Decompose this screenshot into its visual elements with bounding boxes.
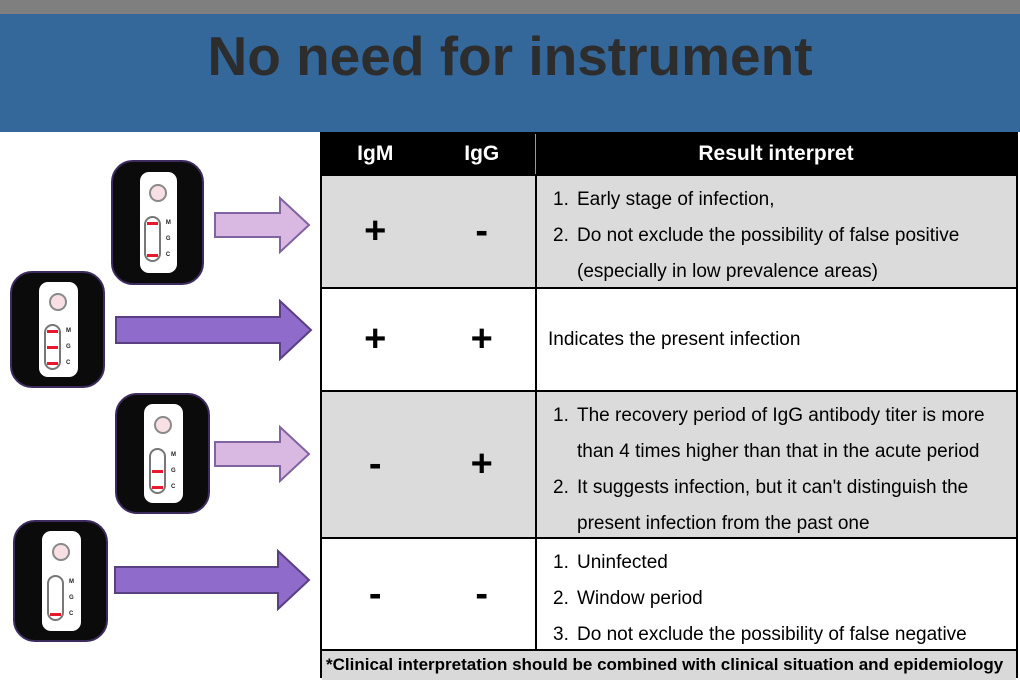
header-igg: IgG (464, 142, 500, 165)
test-cassette: M G C (13, 520, 108, 642)
result-window (43, 323, 61, 370)
arrow-right-icon (115, 299, 313, 361)
test-strip: M G C (139, 171, 178, 274)
list-item: 2. Window period (553, 581, 1012, 617)
igm-test-line (147, 222, 159, 226)
item-number: 2. (553, 477, 569, 498)
test-cassette: M G C (111, 160, 204, 285)
table-header-row: IgM IgG Result interpret (322, 134, 1016, 174)
test-strip: M G C (42, 531, 81, 631)
igm-igg-cell: - - (322, 539, 535, 649)
result-cell: 1. Uninfected 2. Window period 3. Do not… (535, 539, 1016, 649)
control-line (147, 254, 159, 258)
table-row: + - 1. Early stage of infection, 2. Do n… (322, 174, 1016, 287)
page-title: No need for instrument (207, 25, 813, 87)
band-label-c: C (66, 359, 71, 366)
test-strip: M G C (39, 282, 78, 377)
header-result-label: Result interpret (698, 142, 854, 165)
table-row: - + 1. The recovery period of IgG antibo… (322, 390, 1016, 537)
band-label-g: G (66, 343, 71, 350)
igg-value: + (470, 318, 493, 360)
result-cell: 1. The recovery period of IgG antibody t… (535, 392, 1016, 537)
arrow-right-icon (114, 549, 311, 611)
control-line (46, 361, 58, 365)
list-item: 1. Uninfected (553, 545, 1012, 581)
sample-well (49, 293, 68, 312)
item-text: Window period (577, 588, 703, 609)
igg-test-line (151, 469, 163, 473)
result-cell: 1. Early stage of infection, 2. Do not e… (535, 176, 1016, 287)
top-gray-bar (0, 0, 1020, 14)
title-banner: No need for instrument (0, 14, 1020, 132)
sample-well (52, 543, 71, 562)
item-text: Do not exclude the possibility of false … (577, 225, 960, 282)
igm-igg-cell: + + (322, 289, 535, 390)
list-item: 3. Do not exclude the possibility of fal… (553, 617, 1012, 649)
band-label-c: C (171, 483, 176, 490)
band-label-m: M (165, 220, 171, 227)
item-text: It suggests infection, but it can't dist… (577, 477, 969, 534)
item-text: Do not exclude the possibility of false … (577, 624, 967, 645)
table-row: + + Indicates the present infection (322, 287, 1016, 390)
table-row: - - 1. Uninfected 2. Window period 3. Do… (322, 537, 1016, 649)
sample-well (149, 183, 168, 202)
list-item: 2. It suggests infection, but it can't d… (553, 470, 1012, 537)
band-label-m: M (69, 579, 75, 586)
igm-igg-cell: - + (322, 392, 535, 537)
item-text: Early stage of infection, (577, 189, 775, 210)
list-item: 2. Do not exclude the possibility of fal… (553, 218, 1012, 287)
band-label-m: M (66, 327, 72, 334)
arrow-right-icon (214, 196, 311, 254)
sample-well (154, 416, 173, 435)
item-text: Uninfected (577, 552, 668, 573)
test-cassette: M G C (115, 393, 210, 514)
list-item: 1. The recovery period of IgG antibody t… (553, 398, 1012, 470)
arrow-right-icon (214, 425, 311, 483)
test-strip: M G C (144, 404, 183, 503)
igm-value: + (364, 318, 387, 360)
item-text: Indicates the present infection (548, 328, 801, 350)
igg-value: - (475, 210, 489, 252)
result-window (148, 447, 166, 494)
item-number: 1. (553, 405, 569, 426)
table-footnote: *Clinical interpretation should be combi… (322, 649, 1016, 680)
list-item: 1. Early stage of infection, (553, 182, 1012, 218)
result-window (46, 575, 64, 622)
item-number: 1. (553, 552, 569, 573)
band-label-g: G (171, 467, 176, 474)
item-number: 2. (553, 588, 569, 609)
test-cassette: M G C (10, 271, 105, 388)
band-label-g: G (165, 236, 171, 243)
band-label-g: G (69, 595, 74, 602)
header-result: Result interpret (535, 134, 1016, 174)
item-number: 2. (553, 225, 569, 246)
igg-value: - (475, 572, 489, 615)
igm-value: - (368, 572, 382, 615)
result-table: IgM IgG Result interpret + - 1. Early st… (320, 132, 1018, 680)
igg-value: + (470, 443, 493, 485)
igm-test-line (46, 329, 58, 333)
item-number: 1. (553, 189, 569, 210)
band-label-c: C (69, 611, 74, 618)
header-igm-igg-cell: IgM IgG (322, 134, 535, 174)
result-window (144, 216, 162, 263)
item-number: 3. (553, 624, 569, 645)
igm-igg-cell: + - (322, 176, 535, 287)
result-cell: Indicates the present infection (535, 289, 1016, 390)
igm-value: + (364, 210, 387, 252)
igg-test-line (46, 345, 58, 349)
band-label-c: C (165, 252, 171, 259)
control-line (49, 613, 61, 617)
item-text: The recovery period of IgG antibody tite… (577, 405, 985, 462)
header-igm: IgM (357, 142, 394, 165)
igm-value: - (368, 443, 382, 485)
band-label-m: M (171, 451, 177, 458)
control-line (151, 485, 163, 489)
